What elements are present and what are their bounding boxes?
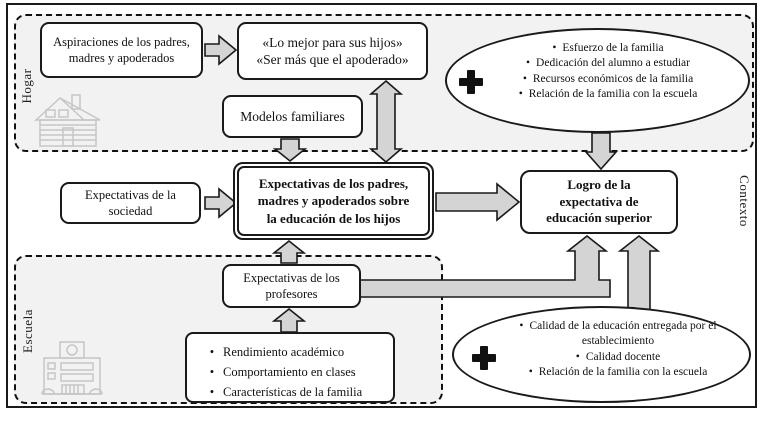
list-item: • Relación de la familia con la escuela (512, 365, 724, 380)
school-icon (36, 340, 110, 400)
list-item-text: Esfuerzo de la familia (562, 42, 664, 54)
list-item: • Recursos económicos de la familia (499, 72, 717, 87)
arrow-factoresescuela-to-profesores (271, 307, 307, 333)
double-arrow-lomejor-expectativas (368, 79, 404, 164)
list-item: • Relación de la familia con la escuela (499, 87, 717, 102)
expectativas-padres-line: la educación de los hijos (266, 210, 401, 226)
profesores-line: profesores (265, 287, 318, 301)
expectativas-padres-box: Expectativas de los padres, madres y apo… (233, 162, 434, 240)
list-item-text: Características de la familia (223, 385, 363, 399)
contexto-label: Contexto (737, 175, 752, 227)
expectativas-padres-line: madres y apoderados sobre (257, 193, 410, 209)
list-item: • Rendimiento académico (201, 342, 387, 362)
factores-escuela-box: • Rendimiento académico • Comportamiento… (185, 332, 395, 403)
list-item-text: Calidad docente (585, 350, 661, 363)
bullet-icon: • (528, 365, 533, 378)
lo-mejor-line: «Ser más que el apoderado» (256, 52, 409, 67)
arrow-aspiraciones-to-lomejor (204, 34, 238, 66)
logro-line: expectativa de (559, 193, 639, 209)
logro-box: Logro de la expectativa de educación sup… (520, 170, 678, 234)
bullet-icon: • (209, 345, 215, 359)
list-item-text: Rendimiento académico (223, 345, 345, 359)
aspiraciones-line: madres y apoderados (68, 51, 175, 65)
bullet-icon: • (518, 87, 523, 100)
list-item: • Esfuerzo de la familia (499, 41, 717, 56)
arrow-modelos-to-expectativas (272, 138, 308, 163)
list-item-text: Recursos económicos de la familia (532, 72, 694, 85)
hogar-label: Hogar (19, 68, 34, 104)
bullet-icon: • (522, 72, 527, 85)
plus-icon (472, 346, 496, 370)
bullet-icon: • (209, 385, 215, 399)
expectativas-padres-inner: Expectativas de los padres, madres y apo… (237, 166, 430, 236)
profesores-line: Expectativas de los (243, 271, 340, 285)
list-item-text: Comportamiento en clases (223, 365, 356, 379)
bullet-icon: • (519, 320, 524, 332)
bullet-icon: • (575, 350, 580, 363)
arrow-expectativas-to-logro (435, 182, 521, 222)
family-factors-list: • Esfuerzo de la familia • Dedicación del … (499, 41, 717, 102)
list-item: • Comportamiento en clases (201, 362, 387, 382)
arrow-familyfactors-to-logro (584, 132, 618, 171)
lo-mejor-box: «Lo mejor para sus hijos» «Ser más que e… (237, 22, 428, 80)
list-item: • Dedicación del alumno a estudiar (499, 56, 717, 71)
school-factors-ellipse: • Calidad de la educación entregada por e… (452, 306, 751, 403)
modelos-line: Modelos familiares (240, 108, 345, 124)
sociedad-line: sociedad (108, 204, 153, 218)
logro-line: educación superior (546, 210, 652, 226)
elbow-arrow-profesores-to-logro (359, 234, 611, 298)
family-factors-ellipse: • Esfuerzo de la familia • Dedicación del … (445, 28, 750, 133)
profesores-box: Expectativas de los profesores (222, 264, 361, 308)
arrow-sociedad-to-expectativas (204, 187, 238, 219)
list-item-text: Dedicación del alumno a estudiar (536, 57, 690, 70)
sociedad-line: Expectativas de la (85, 188, 176, 202)
plus-icon (459, 70, 483, 94)
sociedad-box: Expectativas de la sociedad (60, 182, 201, 224)
escuela-label: Escuela (20, 309, 35, 353)
aspiraciones-box: Aspiraciones de los padres, madres y apo… (40, 22, 203, 78)
list-item: • Características de la familia (201, 382, 387, 402)
modelos-familiares-box: Modelos familiares (222, 95, 363, 138)
list-item: • Calidad docente (512, 350, 724, 365)
arrow-schoolfactors-to-logro (617, 234, 661, 313)
aspiraciones-line: Aspiraciones de los padres, (53, 35, 190, 49)
house-icon (32, 90, 104, 150)
school-factors-list: • Calidad de la educación entregada por e… (512, 319, 724, 380)
bullet-icon: • (552, 42, 557, 54)
lo-mejor-line: «Lo mejor para sus hijos» (262, 34, 403, 50)
list-item-text: Relación de la familia con la escuela (538, 365, 708, 378)
logro-line: Logro de la (567, 177, 631, 193)
list-item-text: Calidad de la educación entregada por el… (529, 320, 717, 348)
factores-escuela-list: • Rendimiento académico • Comportamiento… (201, 342, 387, 402)
list-item-text: Relación de la familia con la escuela (528, 87, 698, 100)
list-item: • Calidad de la educación entregada por e… (512, 319, 724, 350)
arrow-profesores-to-expectativas (271, 239, 307, 264)
expectativas-padres-line: Expectativas de los padres, (258, 176, 409, 192)
bullet-icon: • (209, 365, 215, 379)
bullet-icon: • (526, 57, 531, 70)
